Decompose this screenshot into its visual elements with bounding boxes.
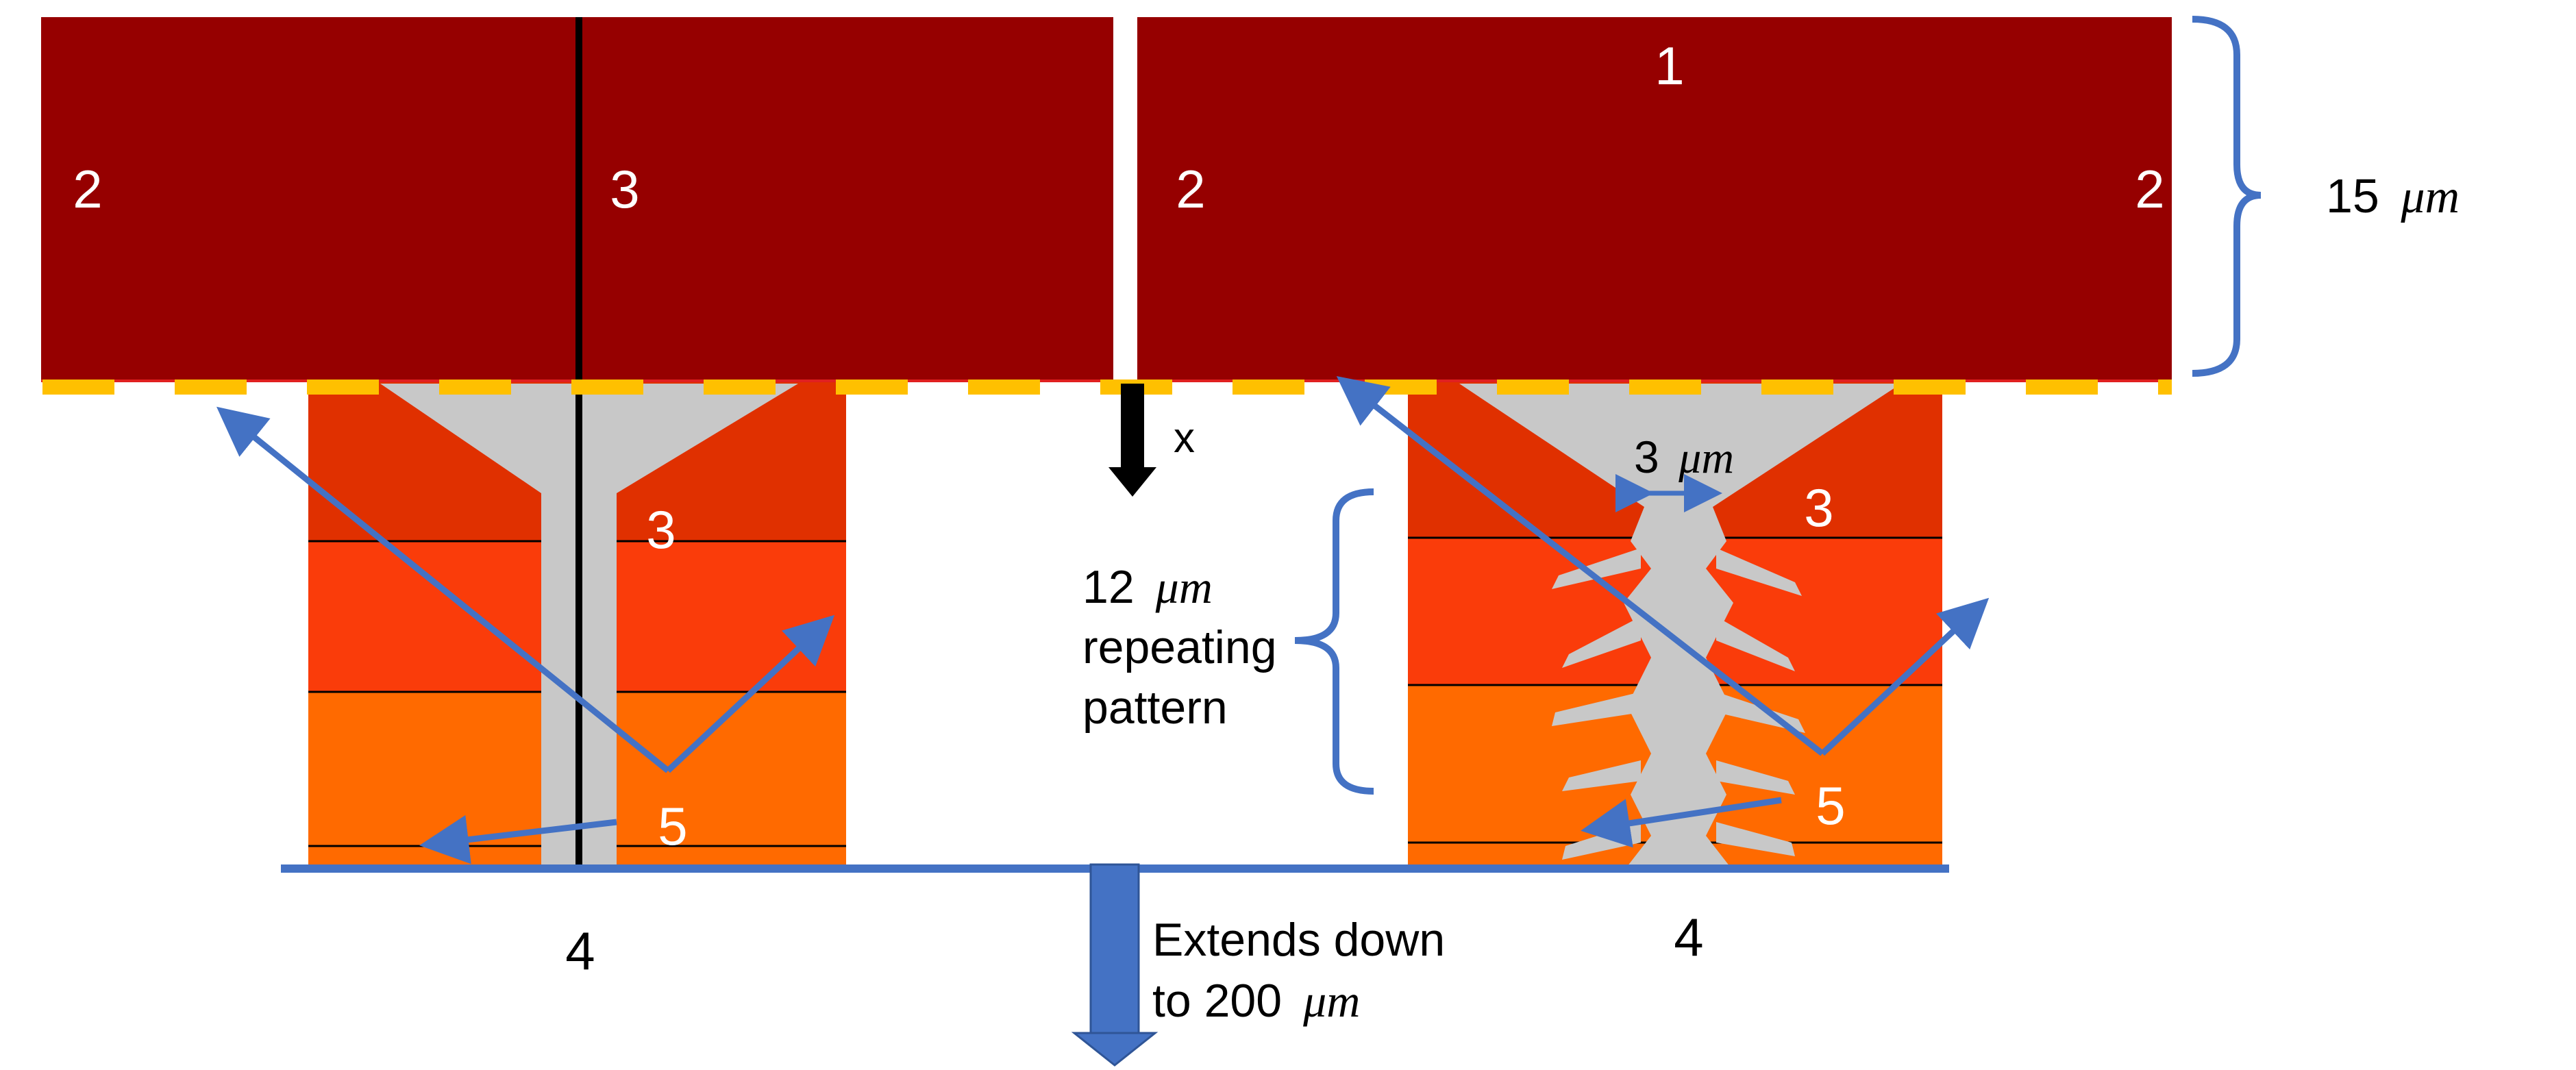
width-unit: μm bbox=[1678, 433, 1734, 483]
pattern-label: 12 μm repeating pattern bbox=[1082, 561, 1277, 734]
label-right-5: 5 bbox=[1816, 775, 1845, 836]
label-right-coat-3: 3 bbox=[1804, 477, 1833, 538]
right-crack-spine bbox=[1624, 507, 1733, 867]
thickness-label: 15 μm bbox=[2326, 169, 2460, 223]
right-arrow-up-right bbox=[1820, 597, 1990, 756]
right-crack-branch bbox=[1716, 548, 1802, 596]
direction-label: x bbox=[1174, 414, 1195, 462]
right-substrate-block bbox=[1137, 17, 2172, 380]
right-crack-branch bbox=[1716, 617, 1795, 671]
pattern-line-3: pattern bbox=[1082, 682, 1228, 734]
right-crack-branch bbox=[1716, 760, 1795, 795]
width-value: 3 bbox=[1634, 432, 1659, 482]
label-left-coat-3: 3 bbox=[646, 499, 676, 560]
extends-line-2-unit: μm bbox=[1302, 975, 1360, 1027]
left-crack-path-arrows bbox=[216, 406, 835, 864]
right-crack-branch bbox=[1562, 617, 1641, 668]
extends-down-arrow bbox=[1071, 863, 1159, 1067]
left-arrow-left bbox=[419, 814, 617, 864]
pattern-value: 12 bbox=[1082, 561, 1135, 613]
right-arrow-left bbox=[1581, 797, 1782, 848]
thickness-value: 15 bbox=[2326, 169, 2379, 223]
pattern-brace bbox=[1294, 488, 1374, 795]
right-crack-branch bbox=[1552, 548, 1641, 589]
pattern-unit: μm bbox=[1155, 561, 1213, 613]
label-left-top-2: 2 bbox=[73, 159, 102, 219]
svg-text:12 μm: 12 μm bbox=[1082, 561, 1213, 613]
right-crack-notch bbox=[1459, 384, 1901, 507]
left-coating-block bbox=[308, 380, 846, 867]
label-right-4: 4 bbox=[1674, 907, 1703, 967]
label-right-top-2a: 2 bbox=[1176, 159, 1205, 219]
width-label: 3 μm bbox=[1634, 432, 1734, 483]
extends-line-2-text: to 200 bbox=[1152, 975, 1282, 1027]
extends-line-1: Extends down bbox=[1152, 914, 1445, 966]
right-crack-branch bbox=[1562, 760, 1641, 791]
label-right-top-2b: 2 bbox=[2135, 159, 2164, 219]
label-left-top-3: 3 bbox=[610, 159, 639, 219]
left-arrow-up-left bbox=[216, 406, 670, 773]
svg-text:to 200 μm: to 200 μm bbox=[1152, 975, 1360, 1027]
pattern-line-2: repeating bbox=[1082, 621, 1277, 673]
label-left-4: 4 bbox=[565, 921, 595, 981]
thickness-unit: μm bbox=[2400, 171, 2460, 223]
label-right-top-1: 1 bbox=[1655, 36, 1684, 96]
left-arrow-up-right bbox=[665, 614, 835, 773]
right-crack-branch bbox=[1716, 822, 1795, 856]
right-arrow-up-left bbox=[1336, 375, 1824, 756]
extends-label: Extends down to 200 μm bbox=[1152, 914, 1445, 1027]
right-coating-block bbox=[1408, 380, 1942, 867]
right-crack-branch bbox=[1552, 692, 1641, 726]
thickness-brace bbox=[2192, 16, 2262, 377]
label-left-5: 5 bbox=[658, 796, 687, 856]
left-straight-crack bbox=[380, 384, 798, 867]
direction-arrow bbox=[1109, 384, 1156, 497]
right-crack-path-arrows bbox=[1336, 375, 1990, 848]
